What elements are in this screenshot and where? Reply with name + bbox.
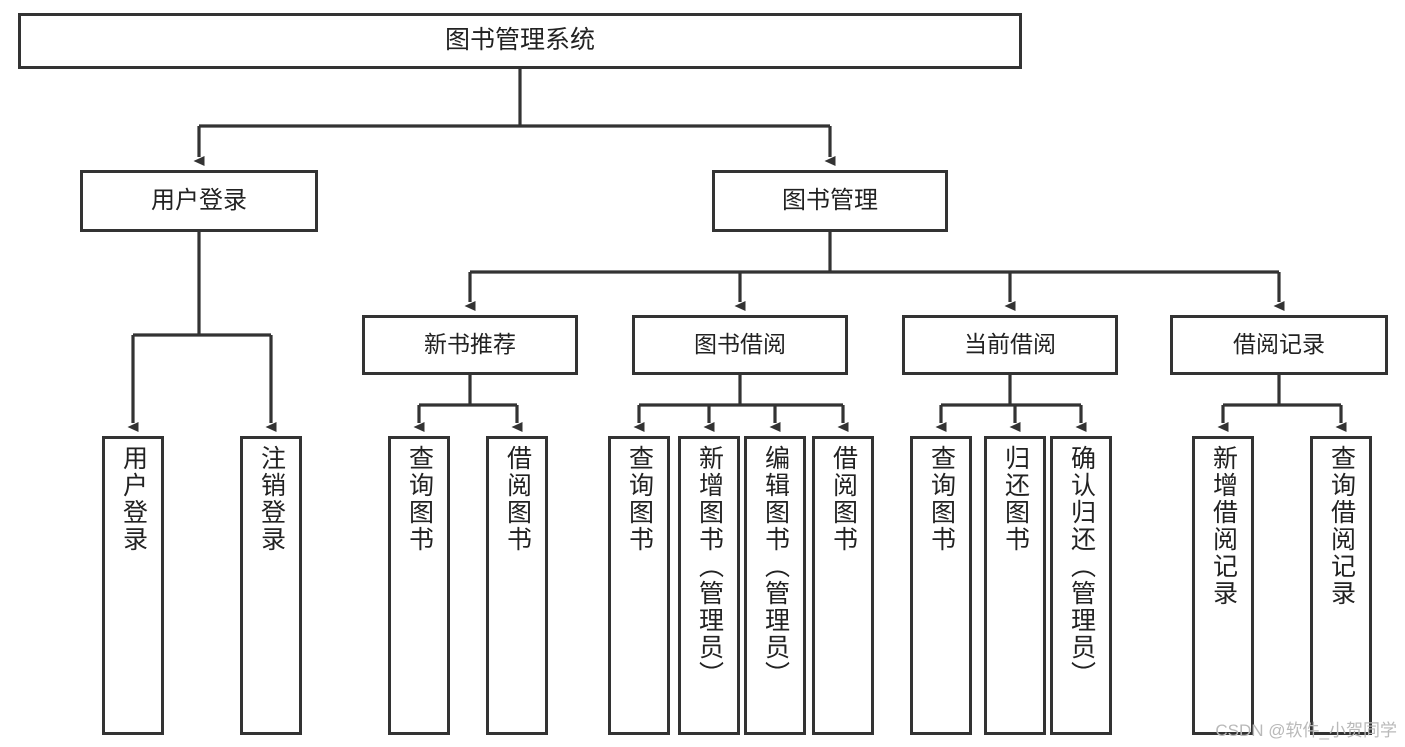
leaf-query-book-current[interactable]: 查询图书	[910, 436, 972, 735]
leaf-add-book-admin[interactable]: 新增图书（管理员）	[678, 436, 740, 735]
leaf-logout-label: 注销登录	[257, 445, 286, 553]
leaf-borrow-book-recommend-label: 借阅图书	[503, 445, 532, 553]
node-level3-new-book-recommend[interactable]: 新书推荐	[362, 315, 578, 375]
leaf-query-borrow-record-label: 查询借阅记录	[1327, 445, 1356, 607]
node-root[interactable]: 图书管理系统	[18, 13, 1022, 69]
leaf-query-book-borrow[interactable]: 查询图书	[608, 436, 670, 735]
node-root-label: 图书管理系统	[444, 26, 595, 55]
node-level3-book-borrow-label: 图书借阅	[694, 331, 786, 358]
leaf-query-book-recommend[interactable]: 查询图书	[388, 436, 450, 735]
node-level2-book-management[interactable]: 图书管理	[712, 170, 948, 232]
leaf-query-book-current-label: 查询图书	[927, 445, 956, 553]
leaf-query-book-recommend-label: 查询图书	[405, 445, 434, 553]
node-level3-new-book-recommend-label: 新书推荐	[424, 331, 516, 358]
node-level2-user-login[interactable]: 用户登录	[80, 170, 318, 232]
leaf-confirm-return-admin-label: 确认归还（管理员）	[1067, 445, 1096, 688]
leaf-query-borrow-record[interactable]: 查询借阅记录	[1310, 436, 1372, 735]
leaf-edit-book-admin[interactable]: 编辑图书（管理员）	[744, 436, 806, 735]
leaf-user-login-label: 用户登录	[119, 445, 148, 553]
leaf-user-login[interactable]: 用户登录	[102, 436, 164, 735]
leaf-add-borrow-record[interactable]: 新增借阅记录	[1192, 436, 1254, 735]
leaf-borrow-book-recommend[interactable]: 借阅图书	[486, 436, 548, 735]
node-level3-current-borrow[interactable]: 当前借阅	[902, 315, 1118, 375]
leaf-borrow-book-label: 借阅图书	[829, 445, 858, 553]
node-level3-book-borrow[interactable]: 图书借阅	[632, 315, 848, 375]
leaf-borrow-book[interactable]: 借阅图书	[812, 436, 874, 735]
leaf-logout[interactable]: 注销登录	[240, 436, 302, 735]
node-level2-user-login-label: 用户登录	[151, 186, 247, 214]
leaf-confirm-return-admin[interactable]: 确认归还（管理员）	[1050, 436, 1112, 735]
leaf-edit-book-admin-label: 编辑图书（管理员）	[761, 445, 790, 688]
leaf-return-book-label: 归还图书	[1001, 445, 1030, 553]
node-level3-borrow-record[interactable]: 借阅记录	[1170, 315, 1388, 375]
leaf-return-book[interactable]: 归还图书	[984, 436, 1046, 735]
leaf-query-book-borrow-label: 查询图书	[625, 445, 654, 553]
node-level2-book-management-label: 图书管理	[782, 186, 878, 214]
node-level3-borrow-record-label: 借阅记录	[1233, 331, 1325, 358]
node-level3-current-borrow-label: 当前借阅	[964, 331, 1056, 358]
csdn-watermark: CSDN @软件_小贺同学	[1215, 721, 1397, 740]
leaf-add-borrow-record-label: 新增借阅记录	[1209, 445, 1238, 607]
leaf-add-book-admin-label: 新增图书（管理员）	[695, 445, 724, 688]
